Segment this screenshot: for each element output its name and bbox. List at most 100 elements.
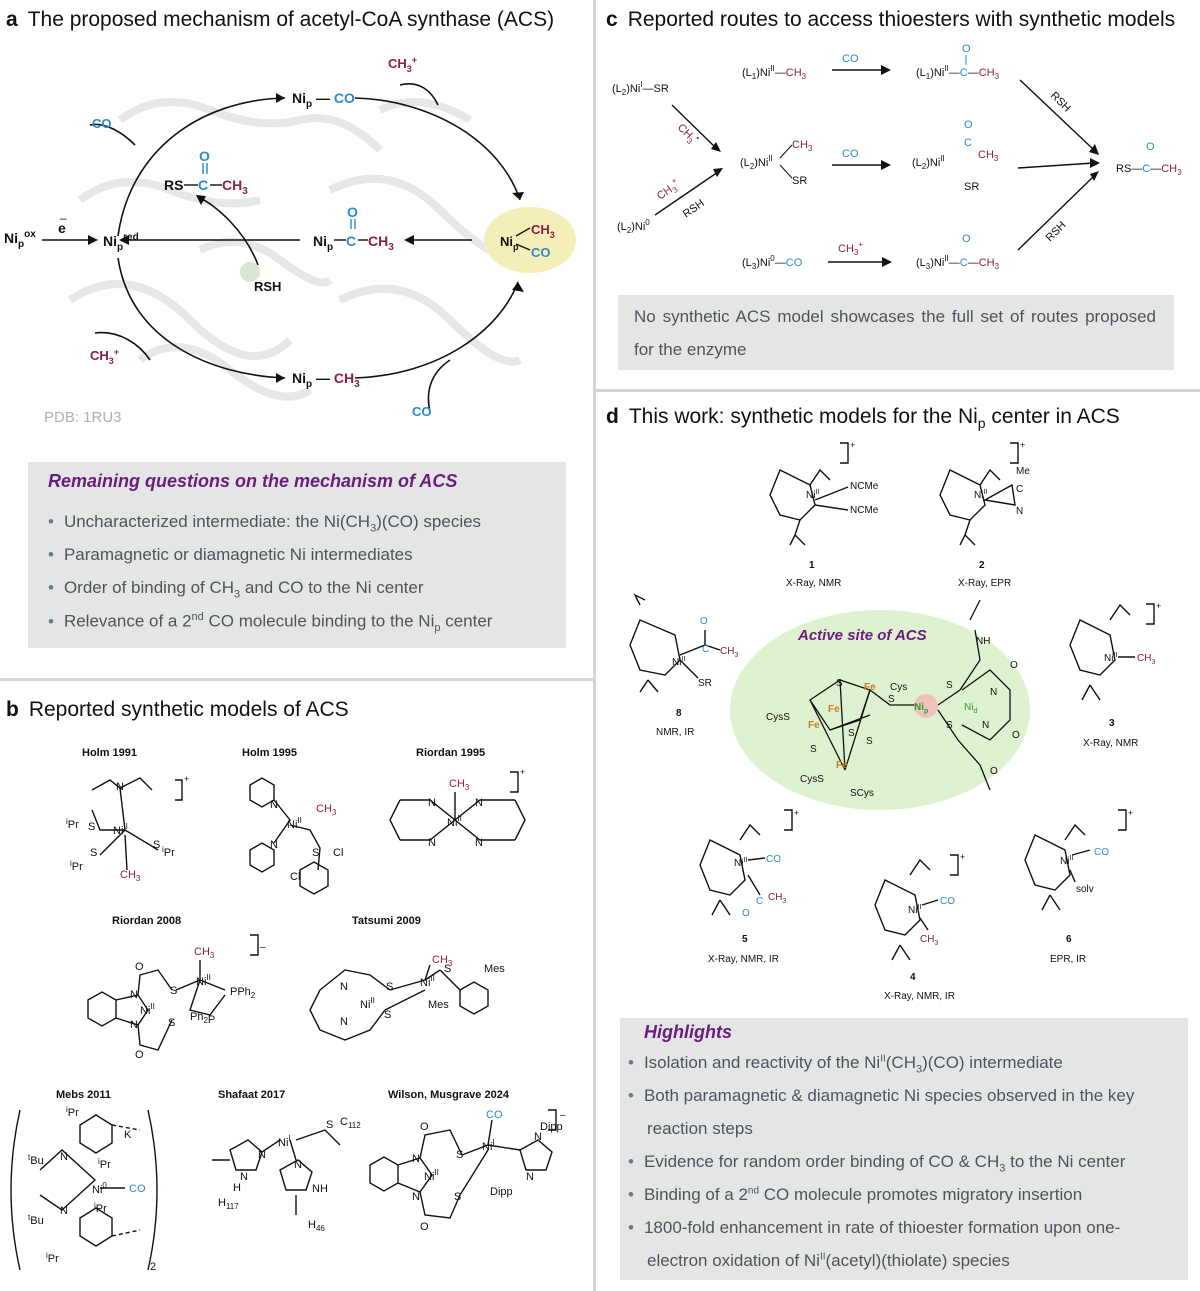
svg-text:CysS: CysS: [766, 712, 790, 723]
svg-text:RSH: RSH: [1044, 219, 1069, 244]
svg-text:N: N: [1016, 506, 1023, 517]
mebs-2011-structure: [10, 1109, 158, 1271]
compound-methods: EPR, IR: [1050, 954, 1086, 965]
highlights-title: Highlights: [644, 1022, 732, 1042]
svg-text:Dipp: Dipp: [490, 1186, 513, 1198]
svg-text:S: S: [168, 1017, 175, 1029]
svg-text:N: N: [130, 1019, 138, 1031]
svg-text:CH3: CH3: [720, 646, 738, 659]
highlights-box: [620, 1018, 1188, 1280]
rsh-label: RSH: [254, 279, 281, 294]
svg-text:O: O: [1010, 660, 1018, 671]
svg-text:S: S: [810, 744, 817, 755]
this-work-diagram: Active site of ACS Cys S Nip S S Nid NH …: [629, 440, 1161, 1002]
svg-text:(L2)NiII: (L2)NiII: [912, 154, 945, 171]
svg-text:N: N: [475, 837, 483, 849]
compound-methods: X-Ray, EPR: [958, 578, 1011, 589]
panel-a-heading: The proposed mechanism of acetyl-CoA syn…: [27, 8, 555, 31]
panel-d-letter: d: [606, 405, 619, 428]
svg-text:NH: NH: [976, 636, 990, 647]
svg-text:H: H: [233, 1182, 241, 1194]
svg-text:O: O: [347, 204, 358, 220]
model-label: Holm 1995: [242, 747, 297, 759]
svg-text:N: N: [412, 1153, 420, 1165]
highlight-item: •Binding of a 2nd CO molecule promotes m…: [628, 1185, 1083, 1204]
svg-text:NCMe: NCMe: [850, 505, 879, 516]
tatsumi-2009-structure: [309, 964, 489, 1041]
svg-text:CH3: CH3: [978, 149, 999, 163]
svg-text:+: +: [1020, 440, 1025, 450]
svg-text:S: S: [384, 1009, 391, 1021]
highlight-bubble: [484, 207, 576, 273]
svg-text:tBu: tBu: [28, 1213, 44, 1227]
svg-text:CH3+: CH3+: [838, 240, 863, 257]
svg-text:Fe: Fe: [864, 682, 876, 693]
compound-methods: NMR, IR: [656, 727, 694, 738]
highlight-item: •Both paramagnetic & diamagnetic Ni spec…: [628, 1086, 1135, 1105]
svg-text:–: –: [560, 1110, 566, 1121]
svg-text:iPr: iPr: [94, 1201, 107, 1215]
compound-number: 4: [910, 972, 916, 983]
svg-text:Fe: Fe: [828, 704, 840, 715]
active-site-bubble: [730, 610, 1030, 810]
svg-text:tBu: tBu: [28, 1153, 44, 1167]
svg-text:NiII: NiII: [360, 996, 375, 1011]
thioester-routes-diagram: (L2)NiI—SR (L1)NiII—CH3 CO (L1)NiII—C—CH…: [612, 43, 1182, 271]
model-label: Wilson, Musgrave 2024: [388, 1089, 510, 1101]
question-item: •Paramagnetic or diamagnetic Ni intermed…: [48, 545, 413, 564]
svg-text:CH3: CH3: [531, 222, 555, 240]
svg-text:S: S: [153, 839, 160, 851]
svg-text:CH3: CH3: [920, 934, 938, 947]
svg-text:S: S: [170, 985, 177, 997]
svg-text:CO: CO: [129, 1183, 146, 1195]
svg-text:S: S: [386, 981, 393, 993]
thioester-rs: RS: [164, 177, 183, 193]
svg-text:O: O: [742, 908, 750, 919]
svg-text:NiII: NiII: [1104, 652, 1117, 664]
highlight-item-cont: electron oxidation of NiII(acetyl)(thiol…: [647, 1251, 1010, 1270]
highlight-item: •Isolation and reactivity of the NiII(CH…: [628, 1053, 1063, 1076]
compound-number: 6: [1066, 934, 1072, 945]
svg-text:N: N: [240, 1171, 248, 1183]
svg-text:NiII: NiII: [734, 857, 747, 869]
nip-ch3: Nip — CH3: [292, 370, 360, 390]
svg-text:S: S: [866, 736, 873, 747]
riordan-1995-structure: [389, 771, 526, 841]
svg-text:S: S: [312, 847, 319, 859]
svg-text:SR: SR: [698, 678, 712, 689]
routes-note: No synthetic ACS model showcases the ful…: [634, 307, 1156, 359]
svg-text:CO: CO: [531, 245, 551, 260]
svg-text:PPh2: PPh2: [230, 986, 256, 1000]
svg-text:K: K: [124, 1129, 132, 1141]
question-item: •Uncharacterized intermediate: the Ni(CH…: [48, 512, 482, 535]
model-label: Shafaat 2017: [218, 1089, 285, 1101]
svg-text:NiII: NiII: [287, 816, 302, 831]
svg-text:+: +: [520, 767, 525, 777]
svg-text:CO: CO: [1094, 847, 1109, 858]
svg-text:S: S: [444, 963, 451, 975]
shafaat-2017-structure: [212, 1129, 341, 1215]
l2-ni-sr: (L2)NiI—SR: [612, 80, 669, 97]
svg-text:N: N: [60, 1205, 68, 1217]
svg-text:N: N: [428, 837, 436, 849]
panel-c-heading: Reported routes to access thioesters wit…: [627, 8, 1176, 31]
svg-text:NiII: NiII: [196, 973, 211, 988]
svg-text:O: O: [964, 119, 973, 131]
questions-box: [28, 462, 566, 648]
svg-text:CH3: CH3: [792, 139, 813, 153]
svg-text:O: O: [135, 1049, 144, 1061]
svg-text:CO: CO: [486, 1109, 503, 1121]
electron-label: e: [58, 220, 66, 236]
svg-text:O: O: [700, 616, 708, 627]
svg-text:SCys: SCys: [850, 788, 874, 799]
model-label: Tatsumi 2009: [352, 915, 421, 927]
svg-text:–: –: [260, 942, 266, 953]
svg-text:NiII: NiII: [424, 1168, 439, 1183]
svg-text:S: S: [88, 821, 95, 833]
svg-text:Mes: Mes: [484, 963, 505, 975]
panel-b-heading: Reported synthetic models of ACS: [28, 698, 349, 721]
l3-ni-acetyl: (L3)NiII—C—CH3: [916, 254, 1000, 271]
active-site-title: Active site of ACS: [797, 627, 927, 644]
nip-co-label: Nip — CO: [292, 90, 355, 110]
